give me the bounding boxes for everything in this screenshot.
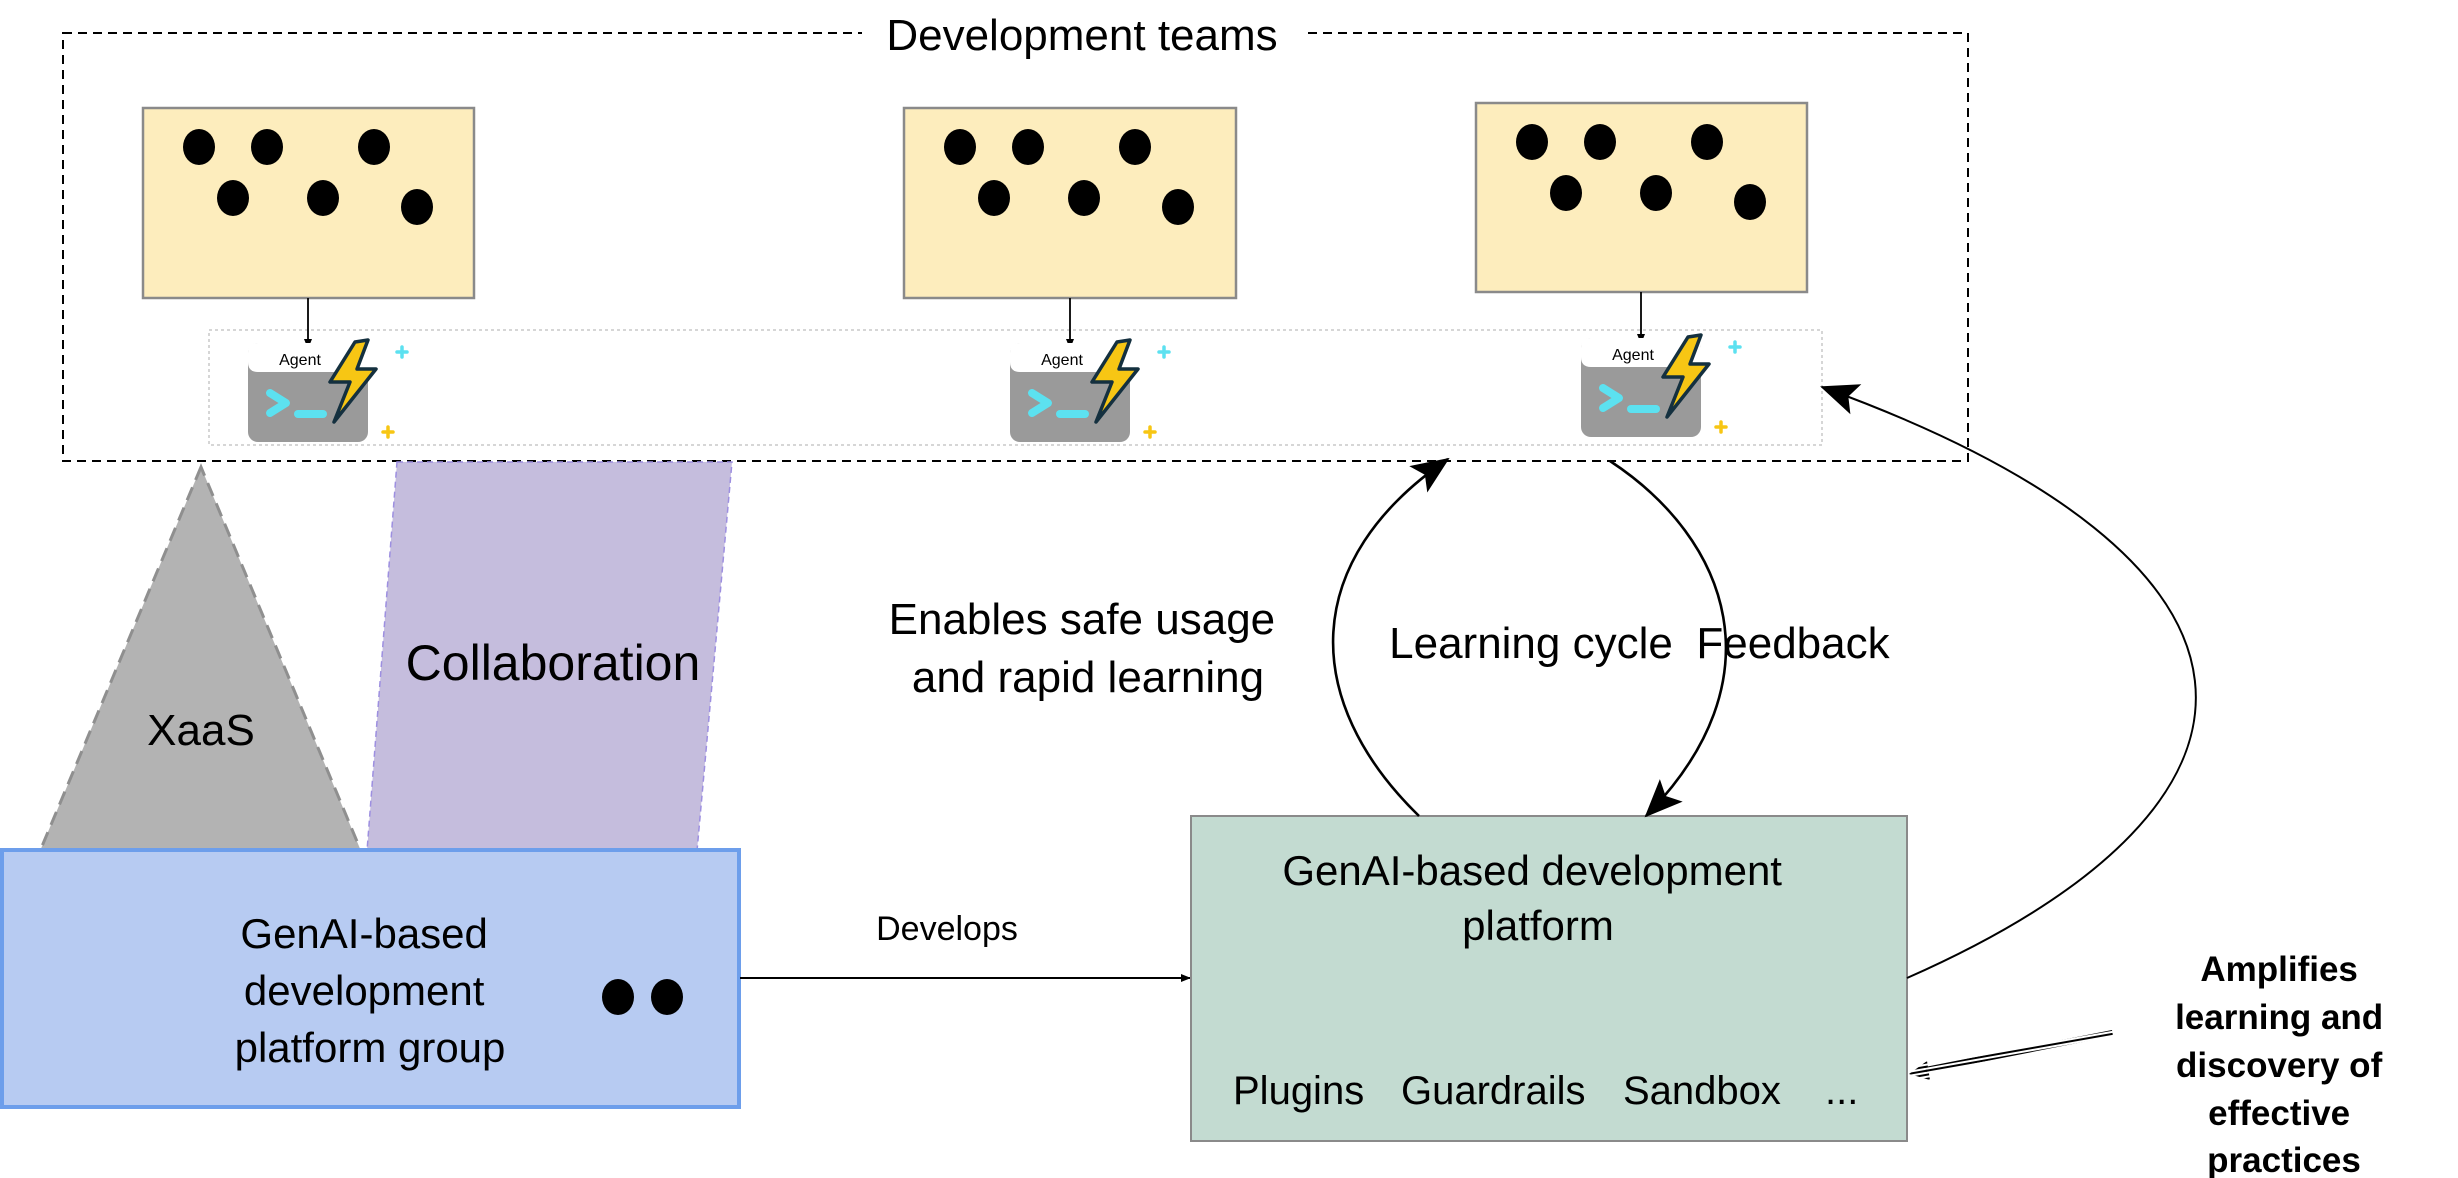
enables-label: Enables safe usage and rapid learning — [889, 595, 1288, 702]
team-box-3 — [1474, 101, 1809, 294]
agent-terminal-icon-1 — [248, 340, 407, 442]
amplifies-arrow — [1909, 1030, 2113, 1080]
collaboration-label: Collaboration — [406, 635, 701, 691]
component-guardrails: Guardrails — [1401, 1069, 1586, 1113]
development-teams-title: Development teams — [886, 11, 1277, 60]
platform-group-label: GenAI-based development platform group — [235, 910, 506, 1071]
title-backdrop — [862, 10, 1302, 60]
develops-label: Develops — [876, 910, 1018, 948]
feedback-label: Feedback — [1696, 619, 1890, 668]
component-sandbox: Sandbox — [1623, 1069, 1781, 1113]
feedback-arrow — [1820, 384, 2197, 979]
learning-cycle-up-arrow — [1331, 457, 1450, 817]
amplifies-label: Amplifies learning and discovery of effe… — [2175, 950, 2393, 1178]
component-more: ... — [1825, 1069, 1858, 1113]
agent-terminal-icon-2 — [1010, 340, 1169, 442]
component-plugins: Plugins — [1233, 1069, 1364, 1113]
agent-terminal-icon-3 — [1581, 335, 1740, 437]
learning-cycle-label: Learning cycle — [1389, 619, 1673, 668]
xaas-pillar — [37, 463, 364, 853]
platform-group-box — [0, 848, 741, 1109]
team-box-2 — [902, 106, 1238, 300]
platform-components: Plugins Guardrails Sandbox ... — [1233, 1069, 1858, 1113]
xaas-label: XaaS — [147, 706, 255, 755]
platform-label: GenAI-based development platform — [1282, 847, 1793, 949]
platform-box — [1190, 815, 1908, 1142]
team-box-1 — [141, 106, 476, 300]
learning-cycle-down-arrow — [1609, 459, 1728, 818]
